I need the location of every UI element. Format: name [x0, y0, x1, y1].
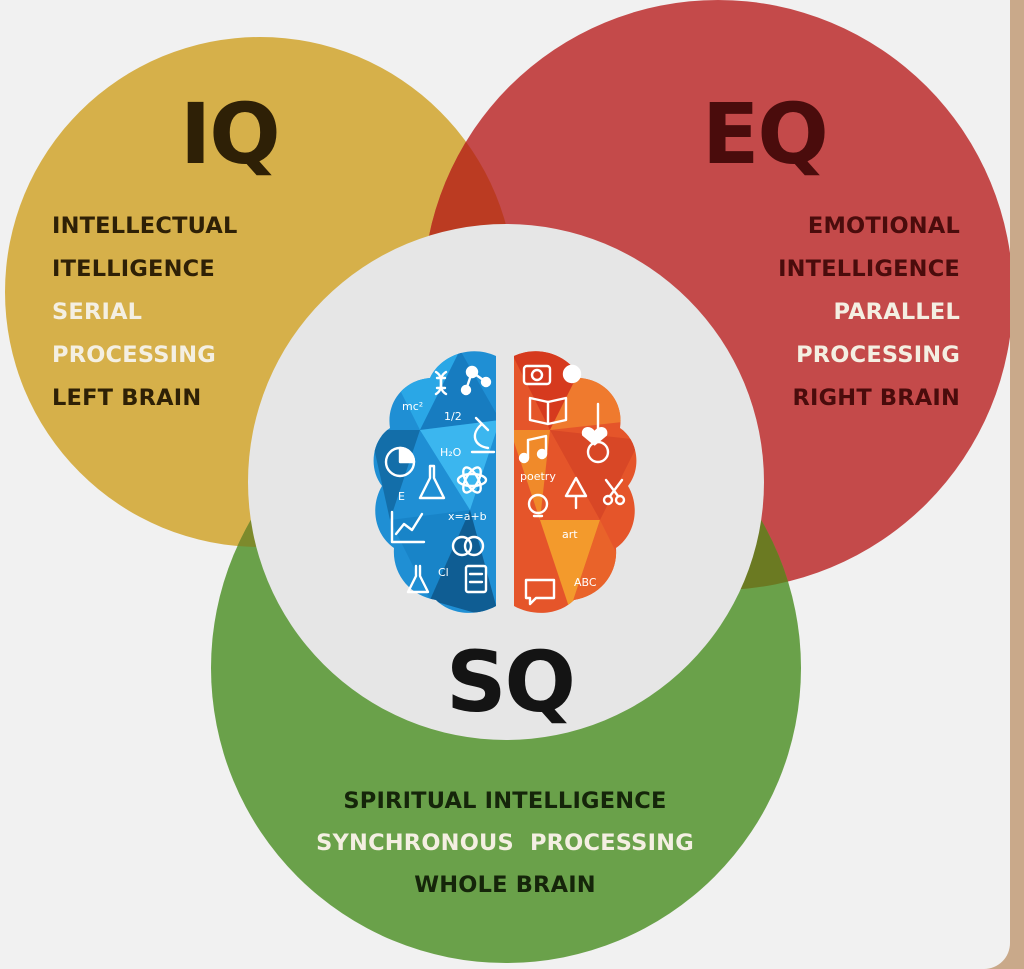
eq-line-2: INTELLIGENCE	[778, 256, 960, 282]
iq-line-1: INTELLECTUAL	[52, 213, 238, 239]
camera-icon	[522, 364, 552, 386]
eq-line-5: RIGHT BRAIN	[792, 385, 960, 411]
palette-icon	[562, 364, 582, 384]
left-brain-label: 1/2	[444, 410, 462, 423]
right-brain-label: art	[562, 528, 578, 541]
iq-line-3: SERIAL	[52, 299, 143, 325]
eq-title: EQ	[702, 85, 829, 183]
sq-line-2: SYNCHRONOUS PROCESSING	[316, 830, 694, 856]
calculator-icon	[464, 564, 488, 594]
eq-line-3: PARALLEL	[833, 299, 960, 325]
lightbulb-icon	[527, 493, 549, 518]
dna-icon	[434, 370, 448, 396]
molecule-icon	[460, 365, 492, 396]
center-circle	[248, 224, 764, 740]
cloud-icon	[451, 535, 485, 557]
beaker-icon	[406, 564, 430, 594]
sq-line-1: SPIRITUAL INTELLIGENCE	[343, 788, 667, 814]
eq-line-1: EMOTIONAL	[807, 213, 960, 239]
tree-icon	[564, 476, 588, 510]
book-icon	[528, 396, 568, 426]
iq-line-2: ITELLIGENCE	[52, 256, 215, 282]
sq-line-3: WHOLE BRAIN	[414, 872, 596, 898]
flask-icon	[418, 464, 446, 500]
left-brain-label: Cl	[438, 566, 449, 579]
heart-icon	[581, 427, 608, 446]
iq-line-4: PROCESSING	[52, 342, 216, 368]
right-brain-label: ABC	[574, 576, 597, 589]
pie-chart-icon	[384, 446, 416, 478]
right-brain-label: poetry	[520, 470, 556, 483]
sq-title: SQ	[446, 633, 576, 731]
scissors-icon	[602, 478, 626, 506]
microscope-icon	[470, 416, 496, 454]
left-brain-label: mc²	[402, 400, 423, 413]
iq-title: IQ	[180, 85, 281, 183]
atom-icon	[456, 466, 488, 494]
iq-line-5: LEFT BRAIN	[52, 385, 202, 411]
speech-bubble-icon	[524, 578, 556, 606]
music-note-icon	[518, 434, 548, 464]
left-brain-label: x=a+b	[448, 510, 487, 523]
left-brain-label: H₂O	[440, 446, 462, 459]
eq-line-4: PROCESSING	[796, 342, 960, 368]
line-graph-icon	[390, 510, 426, 544]
left-brain-label: E	[398, 490, 405, 503]
